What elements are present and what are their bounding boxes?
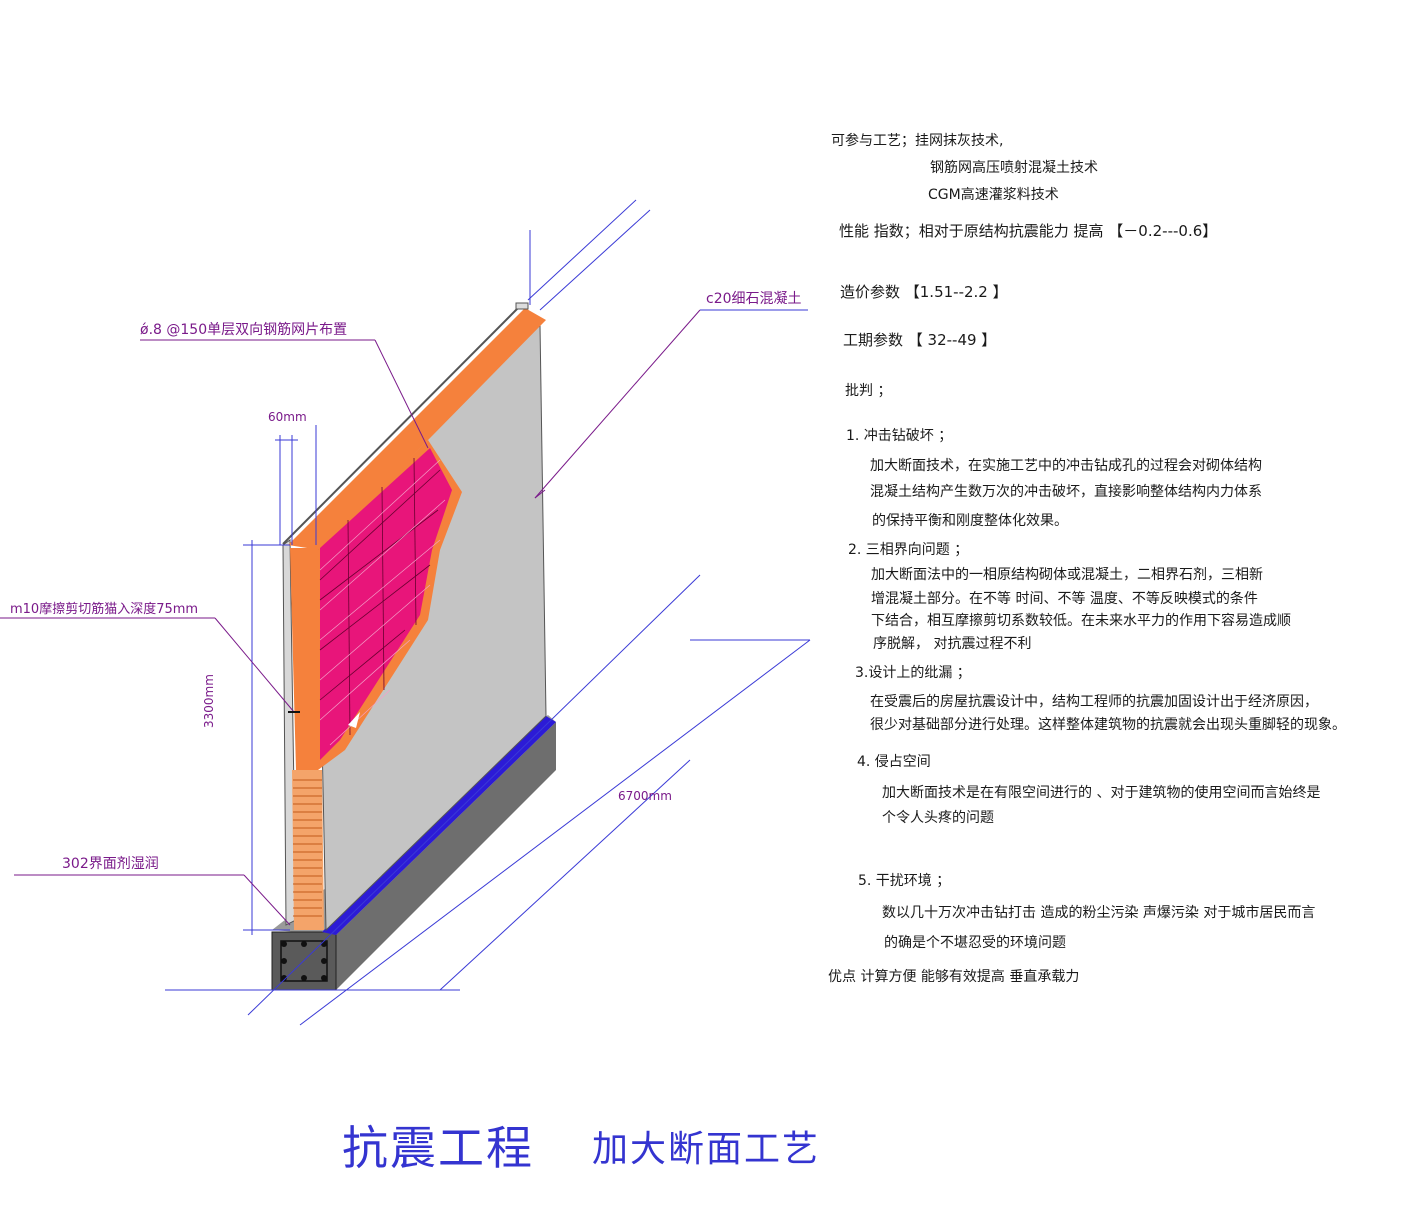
perf-index: 性能 指数；相对于原结构抗震能力 提高 【－0.2---0.6】: [839, 222, 1218, 240]
concrete-label: c20细石混凝土: [706, 291, 802, 307]
item-5-line-1: 数以几十万次冲击钻打击 造成的粉尘污染 声爆污染 对于城市居民而言: [882, 905, 1316, 921]
item-3-line-2: 很少对基础部分进行处理。这样整体建筑物的抗震就会出现头重脚轻的现象。: [870, 717, 1346, 733]
item-1-line-2: 混凝土结构产生数万次的冲击破坏，直接影响整体结构内力体系: [870, 484, 1262, 500]
item-2-line-1: 加大断面法中的一相原结构砌体或混凝土，二相界石剂，三相新: [871, 567, 1263, 583]
hatch-lines: [293, 779, 322, 917]
item-2-line-4: 序脱解， 对抗震过程不利: [873, 636, 1032, 652]
orange-top-band: [288, 308, 546, 550]
process-label: 可参与工艺；挂网抹灰技术,: [831, 133, 1004, 149]
title-sub: 加大断面工艺: [592, 1129, 821, 1170]
item-4-line-2: 个令人头疼的问题: [882, 810, 994, 826]
mesh-hatch: [319, 459, 446, 746]
dim-6700-label: 6700mm: [618, 789, 672, 803]
patch-hole: [348, 712, 360, 728]
period-param: 工期参数 【 32--49 】: [843, 331, 997, 349]
dim-60-label: 60mm: [268, 410, 307, 424]
item-1-head: 1. 冲击钻破坏 ；: [846, 428, 953, 444]
item-3-line-1: 在受震后的房屋抗震设计中，结构工程师的抗震加固设计出于经济原因，: [870, 694, 1318, 710]
item-4-line-1: 加大断面技术是在有限空间进行的 、对于建筑物的使用空间而言始终是: [882, 785, 1321, 801]
beam-side: [336, 722, 556, 990]
dimension-lines: [165, 199, 811, 1026]
rebar-mesh-label: ǿ.8 @150单层双向钢筋网片布置: [140, 322, 348, 338]
item-5-line-2: 的确是个不堪忍受的环境问题: [884, 935, 1066, 951]
wall-bottom-edge: [322, 716, 556, 935]
top-cap: [515, 302, 529, 310]
mesh-grid: [319, 457, 441, 736]
item-1-line-3: 的保持平衡和刚度整体化效果。: [872, 513, 1068, 529]
item-2-line-3: 下结合，相互摩擦剪切系数较低。在未来水平力的作用下容易造成顺: [871, 613, 1291, 629]
anchor-label: m10摩擦剪切筋猫入深度75mm: [10, 602, 199, 617]
cost-param: 造价参数 【1.51--2.2 】: [840, 283, 1008, 301]
wall-top-trim: [282, 305, 521, 545]
dim-3300-label: 3300mm: [202, 674, 216, 728]
item-1-line-1: 加大断面技术，在实施工艺中的冲击钻成孔的过程会对砌体结构: [870, 458, 1262, 474]
item-2-line-2: 增混凝土部分。在不等 时间、不等 温度、不等反映模式的条件: [871, 591, 1258, 607]
advantage-line: 优点 计算方便 能够有效提高 垂直承载力: [828, 969, 1080, 985]
process-2: 钢筋网高压喷射混凝土技术: [930, 160, 1098, 176]
orange-left-col: [290, 548, 318, 770]
rebar-mesh-area: [320, 448, 452, 760]
hatched-lower: [292, 770, 324, 930]
beam-rebar-dots: [281, 941, 327, 981]
item-3-head: 3.设计上的纰漏 ；: [855, 665, 971, 681]
leader-lines: [0, 309, 701, 926]
item-5-head: 5. 干扰环境 ；: [858, 873, 951, 889]
item-2-head: 2. 三相界向问题 ；: [848, 542, 969, 558]
process-3: CGM高速灌浆料技术: [928, 187, 1059, 203]
critique-head: 批判 ；: [845, 383, 892, 399]
item-4-head: 4. 侵占空间: [857, 754, 931, 770]
title-main: 抗震工程: [342, 1121, 534, 1175]
interface-label: 302界面剂湿润: [62, 856, 159, 872]
